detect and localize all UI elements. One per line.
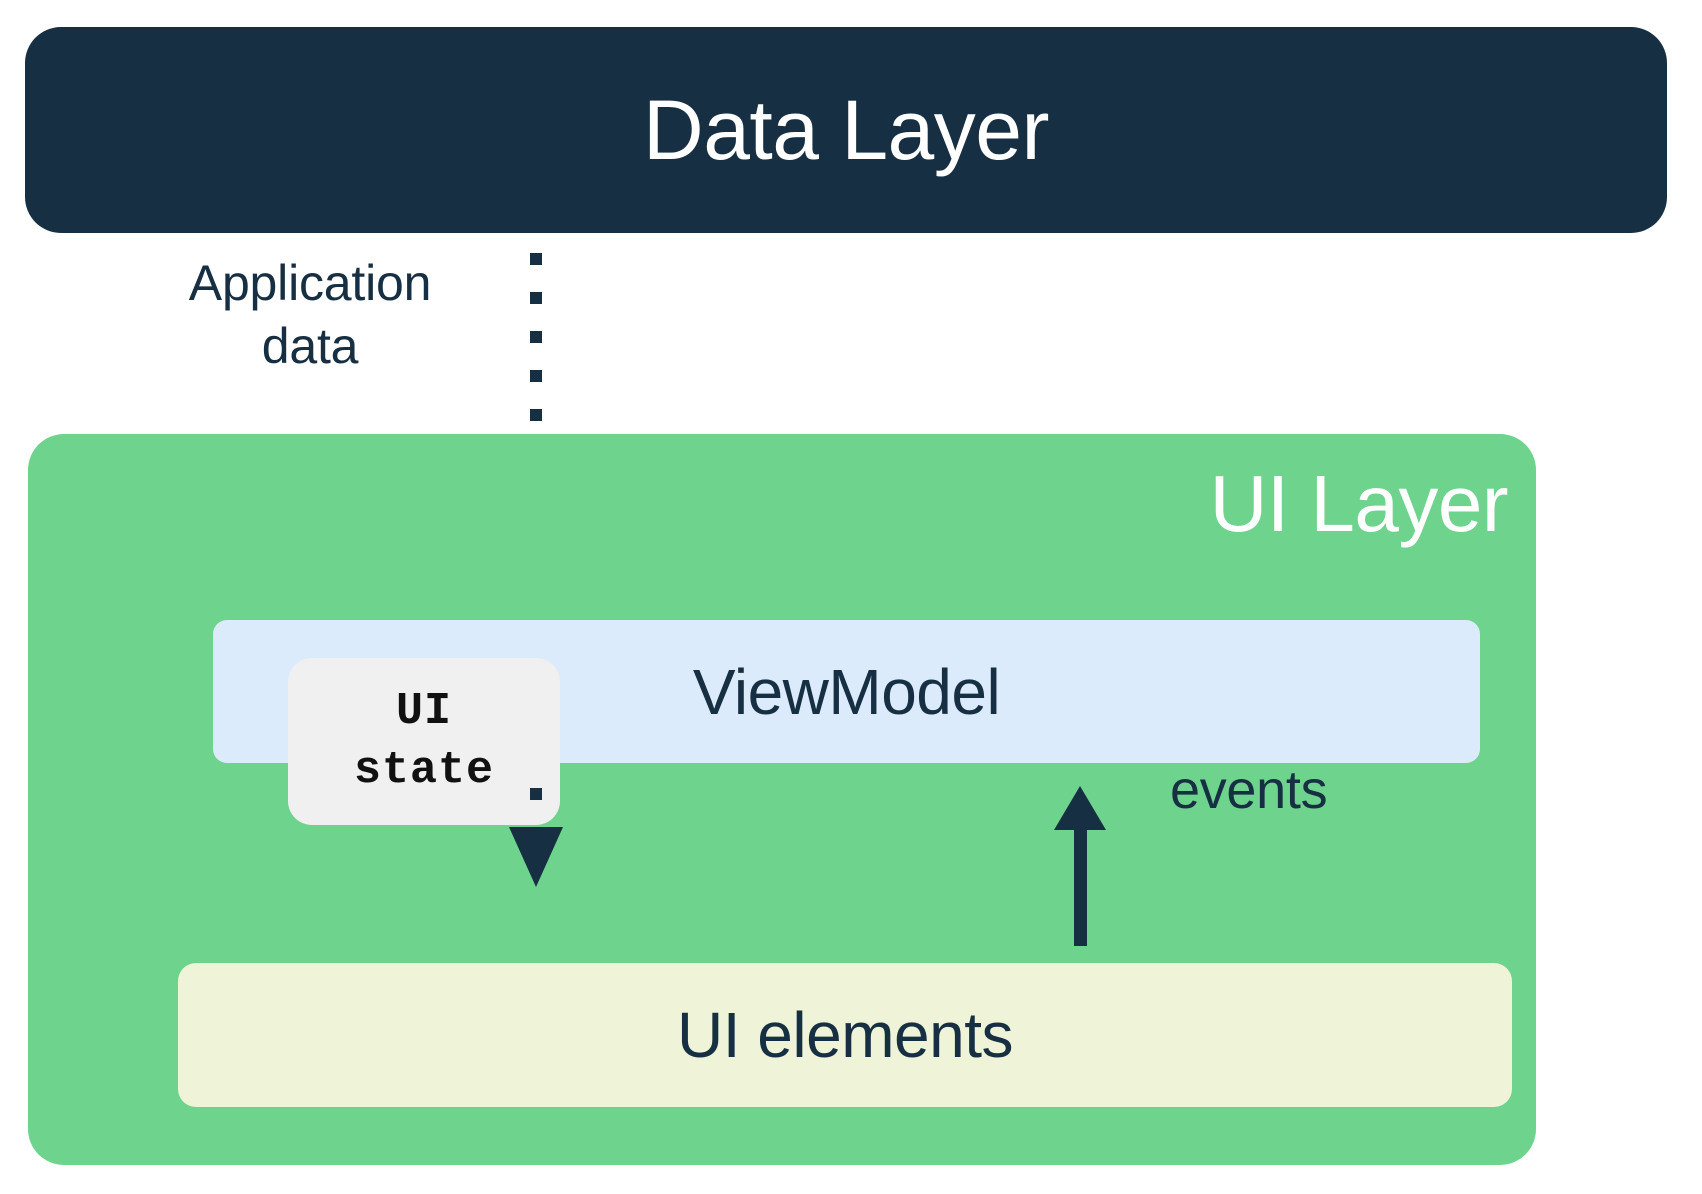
- ui-elements-label: UI elements: [677, 999, 1013, 1071]
- data-layer-title: Data Layer: [643, 83, 1049, 177]
- viewmodel-label: ViewModel: [692, 655, 1001, 728]
- ui-state-label-line2: state: [353, 744, 495, 796]
- events-label: events: [1170, 760, 1328, 820]
- data-layer-box: Data Layer: [25, 27, 1667, 233]
- ui-state-card: UI state: [288, 658, 560, 825]
- events-arrow-shaft: [1074, 820, 1087, 946]
- ui-elements-box: UI elements: [178, 963, 1512, 1107]
- ui-layer-title: UI Layer: [1209, 459, 1509, 548]
- application-data-label-line2: data: [261, 318, 359, 374]
- ui-layer-box: UI Layer ViewModel UI state events UI el…: [28, 434, 1536, 1165]
- events-arrow-icon: [1054, 786, 1106, 946]
- application-data-label-line1: Application: [188, 255, 432, 311]
- ui-state-dotted-line: [530, 788, 542, 838]
- application-data-label: Application data: [115, 252, 505, 378]
- ui-state-arrowhead-icon: [509, 827, 563, 887]
- ui-state-label-line1: UI: [395, 686, 452, 737]
